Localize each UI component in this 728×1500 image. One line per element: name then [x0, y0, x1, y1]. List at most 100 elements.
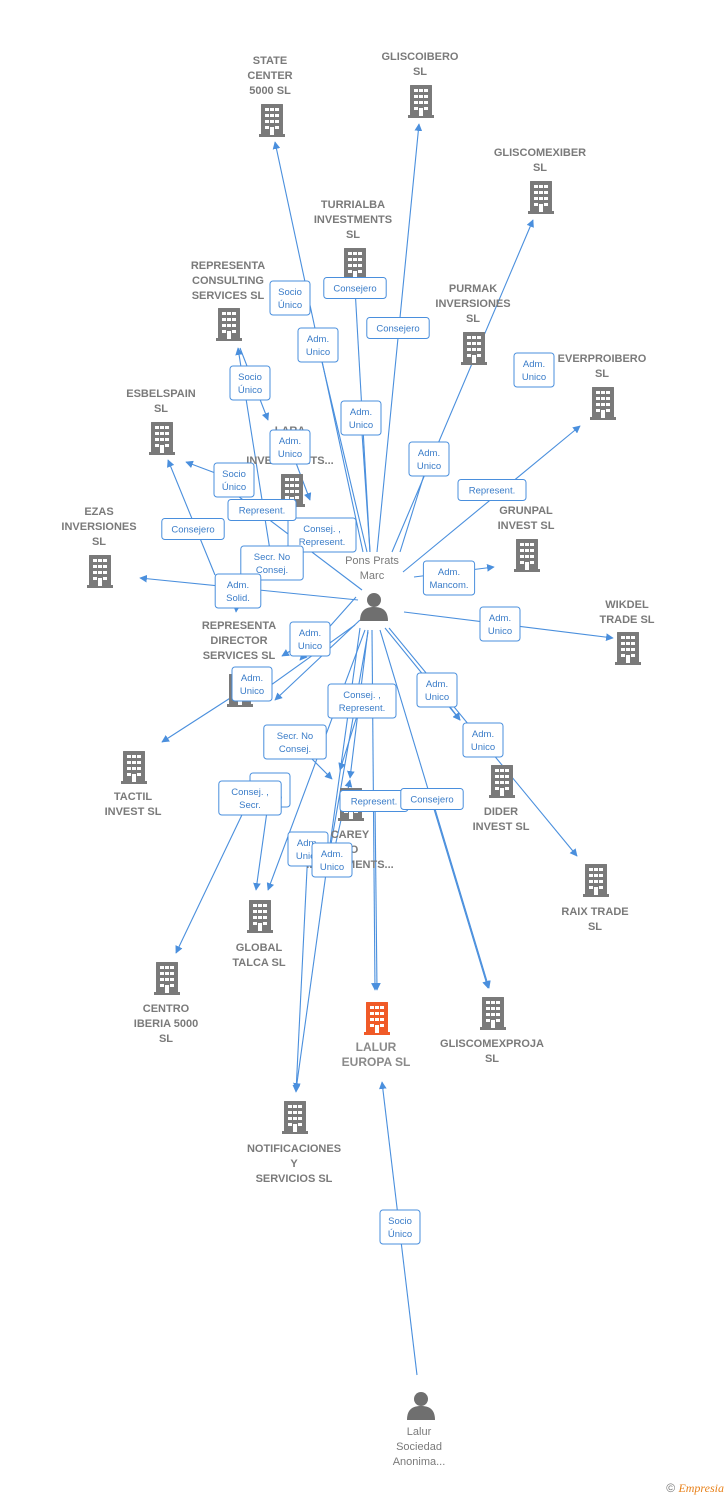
relation-label-text: Adm.: [227, 580, 249, 591]
company-label: LALUR: [356, 1040, 397, 1054]
company-label: CONSULTING: [192, 275, 264, 287]
relation-label[interactable]: Adm.Unico: [231, 666, 273, 702]
relation-label[interactable]: Adm.Unico: [297, 327, 339, 363]
relation-label[interactable]: Adm.Unico: [340, 400, 382, 436]
relation-label[interactable]: Adm.Unico: [513, 352, 555, 388]
relation-label-text: Adm.: [472, 729, 494, 740]
relation-label-text: Adm.: [297, 838, 319, 849]
company-label: GRUNPAL: [499, 505, 553, 517]
relation-label[interactable]: Consejero: [400, 788, 464, 810]
relation-label[interactable]: Adm.Solid.: [214, 573, 262, 609]
person-label: Sociedad: [396, 1441, 442, 1453]
building-icon: [87, 555, 113, 588]
relation-label-box: [240, 545, 304, 581]
company-label: SL: [595, 368, 609, 380]
relation-label-text: Adm.: [418, 448, 440, 459]
building-icon: [342, 248, 368, 281]
footer: © Empresia: [666, 1481, 724, 1496]
relation-label-text: Consejero: [171, 525, 214, 536]
relation-label-text: Consej.: [256, 565, 288, 576]
relation-label-text: Socio: [238, 372, 262, 383]
relation-label-text: Adm.: [489, 613, 511, 624]
brand-logo[interactable]: Empresia: [678, 1481, 724, 1495]
relation-edge: [391, 219, 534, 553]
relation-label-text: Socio: [278, 287, 302, 298]
relation-label[interactable]: Consej. ,Represent.: [327, 683, 397, 719]
relation-label[interactable]: Consejero: [366, 317, 430, 339]
relation-label[interactable]: Adm.Mancom.: [422, 560, 476, 596]
relation-label[interactable]: Adm.Unico: [462, 722, 504, 758]
company-label: GLISCOIBERO: [381, 51, 458, 63]
company-label: GLOBAL: [236, 942, 283, 954]
relation-label-text: Adm.: [350, 407, 372, 418]
relation-label-text: Unico: [425, 692, 449, 703]
relation-label-text: Consejero: [333, 284, 376, 295]
building-icon: [583, 864, 609, 897]
second-person-node[interactable]: LalurSociedadAnonima...: [393, 1392, 446, 1468]
relation-label-text: Unico: [488, 626, 512, 637]
relation-label[interactable]: Adm.Unico: [416, 672, 458, 708]
person-label: Anonima...: [393, 1456, 446, 1468]
relation-label[interactable]: Adm.Unico: [289, 621, 331, 657]
relation-labels-layer: SocioÚnicoAdm.UnicoConsejeroAdm.UnicoCon…: [161, 277, 555, 1245]
company-label: SL: [159, 1033, 173, 1045]
company-label: SL: [413, 66, 427, 78]
relation-label[interactable]: Adm.Unico: [269, 429, 311, 465]
relation-label[interactable]: Represent.: [457, 479, 527, 501]
company-node-gliscoibero[interactable]: GLISCOIBERO SL: [381, 51, 459, 118]
relation-label[interactable]: Consejero: [323, 277, 387, 299]
relation-label-text: Único: [388, 1229, 412, 1240]
relation-label-box: [513, 352, 555, 388]
relation-label-text: Adm.: [321, 849, 343, 860]
relation-label[interactable]: Represent.: [339, 790, 409, 812]
relation-label-box: [269, 280, 311, 316]
relation-label[interactable]: Consejero: [161, 518, 225, 540]
edges-layer: [139, 123, 614, 1376]
relation-label[interactable]: Adm. Unico: [479, 606, 521, 642]
building-icon: [514, 539, 540, 572]
relation-label-box: [479, 606, 521, 642]
relation-label[interactable]: Adm.Unico: [408, 441, 450, 477]
edge-connector: [274, 619, 361, 701]
relation-label-text: Represent.: [469, 486, 515, 497]
relation-label[interactable]: Consej. ,Represent.: [287, 517, 357, 553]
relation-label[interactable]: Adm.Unico: [311, 842, 353, 878]
building-icon: [121, 751, 147, 784]
relation-label[interactable]: Represent.: [227, 499, 297, 521]
relation-label-box: [457, 479, 527, 501]
company-label: EZAS: [84, 506, 113, 518]
relation-label[interactable]: Consej. ,Secr.: [218, 780, 282, 816]
relation-label-box: [379, 1209, 421, 1245]
relation-edge: [175, 797, 251, 954]
relation-label-text: Unico: [298, 641, 322, 652]
company-label: SL: [588, 921, 602, 933]
person-label: Lalur: [407, 1426, 432, 1438]
company-label: GLISCOMEXIBER: [494, 147, 586, 159]
